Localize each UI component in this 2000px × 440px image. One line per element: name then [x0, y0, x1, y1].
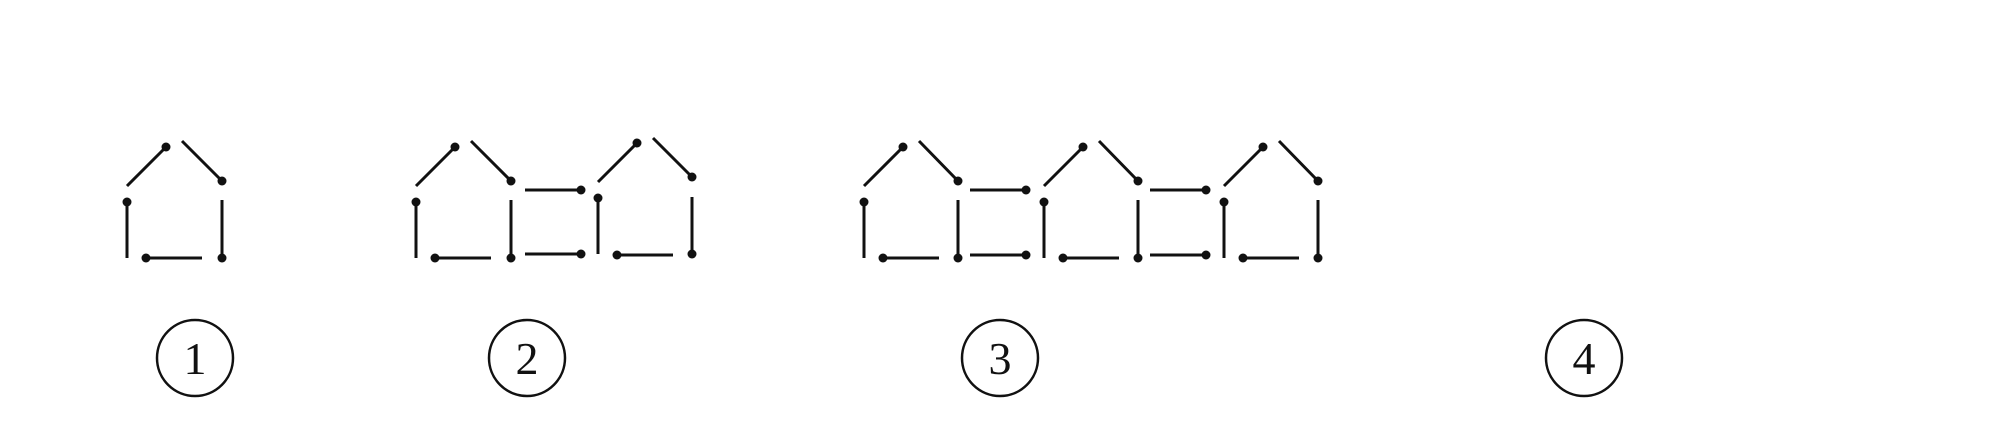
matchstick — [862, 142, 908, 188]
figure-label: 3 — [960, 318, 1040, 398]
matchstick — [525, 249, 586, 259]
matchstick — [612, 250, 673, 260]
house — [411, 139, 516, 263]
label-circle — [487, 318, 567, 398]
figure-label-text: 1 — [184, 333, 207, 384]
figure-label-text: 2 — [516, 333, 539, 384]
figure-label-text: 3 — [989, 333, 1012, 384]
matchstick — [180, 139, 227, 186]
house — [1039, 139, 1143, 263]
matchstick — [1150, 185, 1211, 195]
matchstick — [970, 185, 1031, 195]
matchstick — [430, 253, 491, 263]
matchstick — [525, 185, 586, 195]
matchstick — [1222, 142, 1268, 188]
matchstick — [506, 200, 516, 263]
matchstick — [414, 142, 460, 188]
figure-1: 1 — [122, 139, 235, 398]
figure-3: 3 — [859, 139, 1323, 398]
figure-4: 4 — [1544, 318, 1624, 398]
figure-label: 1 — [155, 318, 235, 398]
matchstick — [1039, 197, 1049, 258]
matchstick — [1058, 253, 1119, 263]
matchstick — [1150, 250, 1211, 260]
label-circle — [960, 318, 1040, 398]
figure-label: 4 — [1544, 318, 1624, 398]
connector — [970, 185, 1031, 260]
matchstick — [953, 200, 963, 263]
house — [859, 139, 963, 263]
matchstick — [1313, 200, 1323, 263]
matchstick — [593, 193, 603, 254]
matchstick — [141, 253, 202, 263]
matchstick — [917, 139, 963, 186]
matchstick — [122, 197, 132, 258]
connector — [1150, 185, 1211, 260]
matchstick — [1133, 200, 1143, 263]
matchstick — [596, 138, 642, 184]
house — [1219, 139, 1323, 263]
figure-label-text: 4 — [1573, 333, 1596, 384]
matchstick — [125, 142, 171, 188]
matchstick — [1219, 197, 1229, 258]
figure-label: 2 — [487, 318, 567, 398]
matchstick — [651, 136, 697, 182]
house — [593, 136, 697, 260]
matchstick — [1277, 139, 1323, 186]
matchstick — [1042, 142, 1088, 188]
matchstick — [469, 139, 516, 186]
matchstick — [687, 197, 697, 259]
matchstick — [1097, 139, 1143, 186]
matchstick — [878, 253, 939, 263]
matchstick — [411, 197, 421, 258]
house — [122, 139, 227, 263]
matchstick — [859, 197, 869, 258]
matchstick — [1238, 253, 1299, 263]
label-circle — [1544, 318, 1624, 398]
matchstick — [970, 250, 1031, 260]
figure-2: 2 — [411, 136, 697, 398]
label-circle — [155, 318, 235, 398]
connector — [525, 185, 586, 259]
matchstick — [217, 200, 227, 263]
